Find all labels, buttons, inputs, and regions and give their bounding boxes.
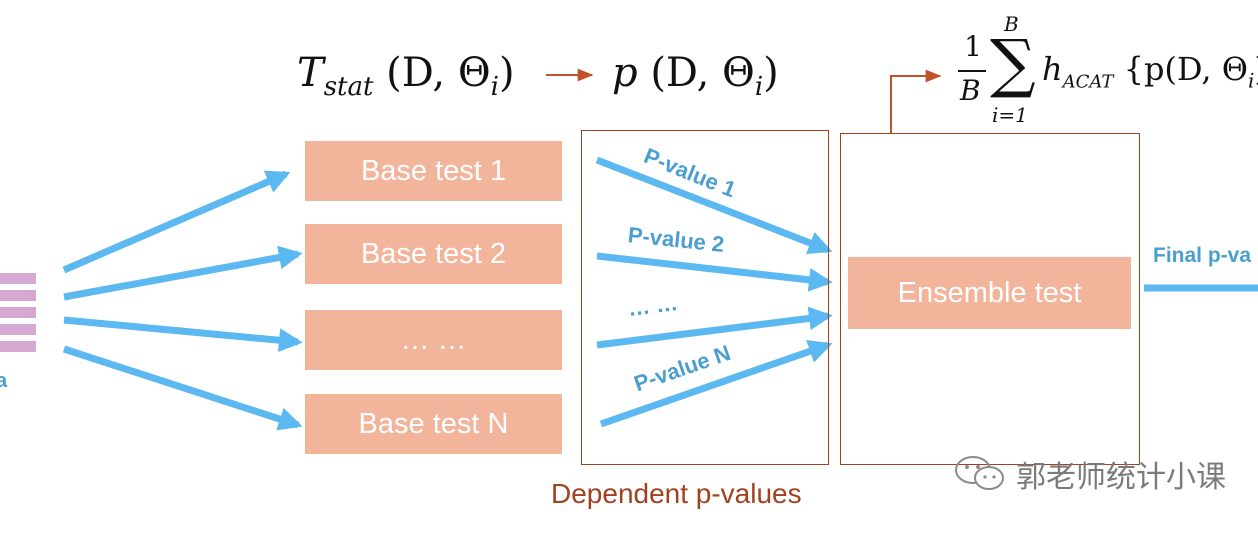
data-label: a (0, 370, 8, 392)
data-row (0, 324, 36, 335)
arrow-pvalue-2 (596, 252, 833, 292)
arrow-data-to-base-n (62, 345, 303, 431)
p-close: ) (763, 50, 779, 96)
fraction-denominator: B (960, 74, 981, 107)
data-row (0, 273, 36, 284)
p-symbol: p (612, 50, 638, 96)
dependent-pvalues-caption: Dependent p-values (551, 478, 802, 509)
sum-symbol: ∑ (990, 27, 1036, 101)
arrow-data-to-base-2 (63, 245, 303, 301)
h-acat-term: hACAT {p(D, Θi) (1042, 50, 1258, 93)
tstat-symbol: T (297, 50, 324, 96)
arrow-pvalue-1 (595, 156, 833, 255)
data-row (0, 290, 36, 301)
base-test-2: Base test 2 (305, 224, 562, 284)
ensemble-test: Ensemble test (848, 257, 1131, 329)
base-test-ellipsis: … … (305, 310, 562, 370)
tstat-close: ) (498, 50, 515, 96)
sum-lower-limit: i=1 (992, 103, 1028, 127)
data-row (0, 307, 36, 318)
arrow-ensemble-to-formula (890, 69, 942, 133)
data-row (0, 341, 36, 352)
p-args: (D, Θ (650, 50, 755, 96)
tstat-args-sub: i (490, 72, 499, 102)
dependent-pvalues-frame (581, 130, 829, 465)
tstat-subscript: stat (323, 72, 374, 102)
tstat-formula: Tstat (D, Θi) (297, 50, 515, 102)
final-pvalue-label: Final p-va (1153, 244, 1252, 267)
base-test-1: Base test 1 (305, 141, 562, 201)
base-test-n: Base test N (305, 394, 562, 454)
arrow-pvalue-n (599, 340, 833, 428)
arrow-pvalue-3 (596, 306, 833, 349)
p-args-sub: i (754, 72, 764, 102)
wechat-icon (955, 456, 1004, 490)
fraction-bar (958, 70, 986, 72)
watermark-text: 郭老师统计小课 (1016, 460, 1226, 495)
p-formula: p (D, Θi) (612, 50, 779, 102)
arrow-data-to-base-3 (63, 316, 303, 353)
fraction-numerator: 1 (964, 30, 982, 63)
arrow-data-to-base-1 (62, 170, 291, 274)
tstat-args: (D, Θ (386, 50, 491, 96)
sum-upper-limit: B (1004, 12, 1019, 36)
ensemble-frame (840, 133, 1140, 465)
